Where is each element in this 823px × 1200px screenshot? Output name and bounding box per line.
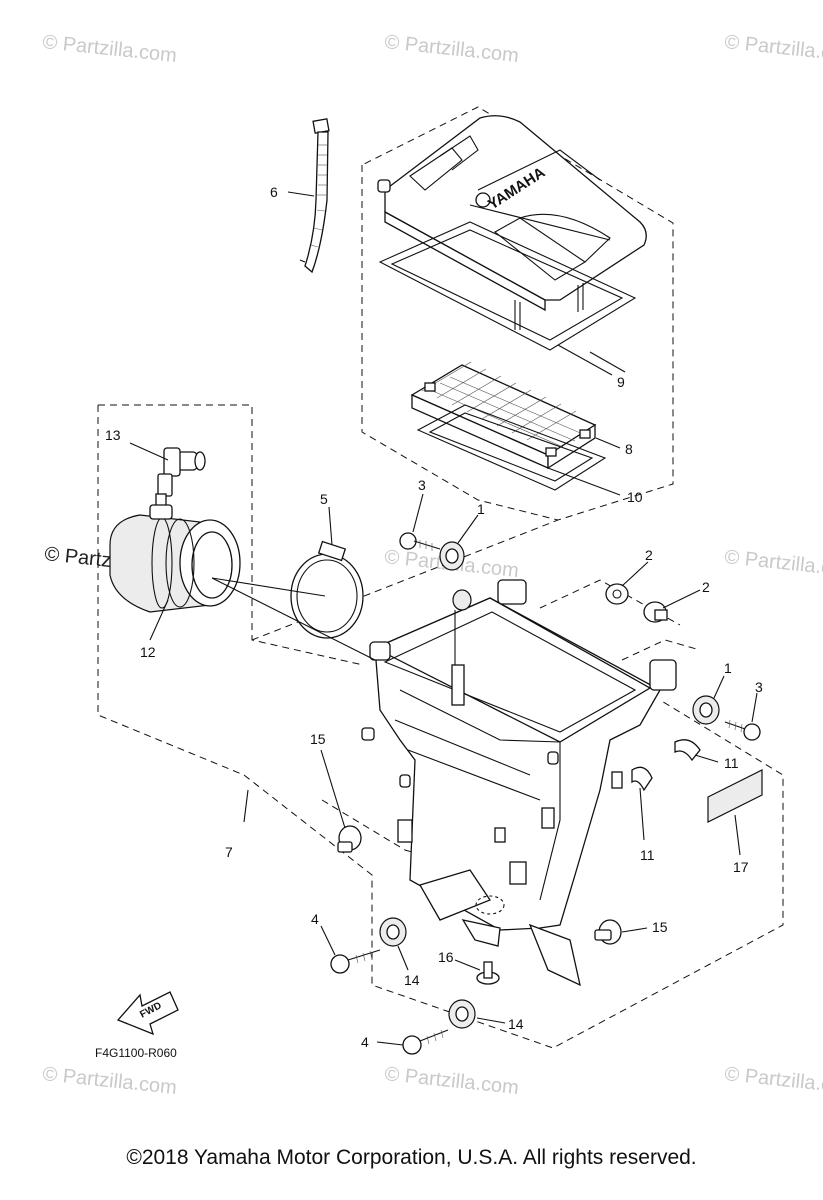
callout-3-upper: 3 [418, 477, 426, 493]
bolt-lower-right-part [402, 1029, 449, 1055]
callout-15-right: 15 [652, 919, 668, 935]
callout-4-upper: 4 [311, 911, 319, 927]
elbow-fitting-part [155, 447, 206, 515]
collar-part-b [643, 601, 668, 623]
svg-text:© Partzilla.com: © Partzilla.com [723, 1063, 823, 1099]
assembly-boundary-lower [243, 579, 784, 1049]
callout-2-b: 2 [702, 579, 710, 595]
callout-labels: 6 9 8 10 13 3 1 5 12 2 2 1 3 11 11 17 15… [105, 184, 763, 1050]
callout-1-upper: 1 [477, 501, 485, 517]
callout-12: 12 [140, 644, 156, 660]
callout-8: 8 [625, 441, 633, 457]
plug-right-part [594, 919, 622, 945]
callout-7: 7 [225, 844, 233, 860]
callout-1-right: 1 [724, 660, 732, 676]
forward-arrow-icon: FWD [116, 991, 179, 1036]
svg-text:© Partzilla.com: © Partzilla.com [41, 31, 177, 67]
svg-text:© Partzilla.com: © Partzilla.com [383, 1063, 519, 1099]
svg-text:© Partzilla.com: © Partzilla.com [723, 31, 823, 67]
callout-14-lower: 14 [508, 1016, 524, 1032]
callout-11-b: 11 [640, 847, 655, 863]
grommet-right-part [692, 695, 720, 725]
callout-2-a: 2 [645, 547, 653, 563]
callout-9: 9 [617, 374, 625, 390]
callout-16: 16 [438, 949, 454, 965]
callout-4-lower: 4 [361, 1034, 369, 1050]
hose-clamp-part [290, 540, 364, 639]
callout-6: 6 [270, 184, 278, 200]
callout-17: 17 [733, 859, 749, 875]
collar-part-a [605, 583, 629, 605]
airbox-case-part [361, 579, 677, 987]
air-filter-element-part [410, 361, 597, 470]
clip-part-a [674, 739, 701, 762]
grommet-lower-left-part [379, 917, 407, 947]
copyright-notice: ©2018 Yamaha Motor Corporation, U.S.A. A… [126, 1146, 697, 1169]
callout-11-a: 11 [724, 755, 739, 771]
callout-13: 13 [105, 427, 121, 443]
cover-gasket-part [378, 221, 637, 351]
leader-lines [129, 191, 758, 1046]
callout-10: 10 [627, 489, 643, 505]
svg-text:© Partzilla.com: © Partzilla.com [41, 1063, 177, 1099]
callout-15-left: 15 [310, 731, 326, 747]
bolt-upper-part [399, 532, 441, 551]
cable-tie-part [304, 118, 330, 274]
bolt-right-part [724, 719, 761, 741]
grommet-lower-right-part [448, 999, 476, 1029]
intake-throttle-body-part [109, 504, 241, 613]
callout-5: 5 [320, 491, 328, 507]
svg-text:© Partzilla.com: © Partzilla.com [383, 31, 519, 67]
svg-text:© Partzilla.com: © Partzilla.com [723, 546, 823, 582]
assembly-boundary-upper [361, 106, 674, 521]
bolt-lower-left-part [330, 949, 381, 974]
plug-left-part [337, 825, 362, 853]
filter-seal-part [416, 404, 607, 491]
airbox-cover-part: YAMAHA [377, 115, 647, 330]
grommet-upper-part [439, 541, 465, 571]
caution-label-part [707, 769, 763, 823]
callout-14-upper: 14 [404, 972, 420, 988]
rivet-part [476, 961, 500, 985]
diagram-reference-code: F4G1100-R060 [95, 1046, 177, 1060]
callout-3-right: 3 [755, 679, 763, 695]
clip-part-b [631, 766, 653, 792]
